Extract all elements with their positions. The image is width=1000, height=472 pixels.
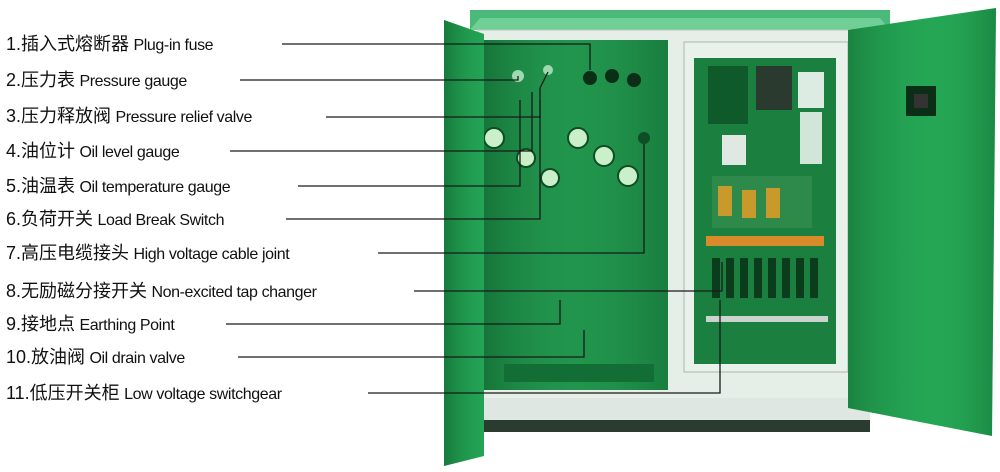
lv-breaker-c [800, 112, 822, 164]
leader-line-1 [282, 43, 591, 70]
label-tap-changer: 8.无励磁分接开关 Non-excited tap changer [6, 281, 317, 301]
gauge-3-icon [567, 127, 589, 149]
leader-line-7 [378, 144, 645, 254]
lv-switch [722, 135, 746, 165]
lv-fuse-row [712, 258, 818, 298]
gauge-5-icon [540, 168, 560, 188]
lv-rail [706, 316, 828, 322]
label-oil-temperature-gauge: 5.油温表 Oil temperature gauge [6, 176, 231, 196]
label-hv-cable-joint: 7.高压电缆接头 High voltage cable joint [6, 243, 290, 263]
gauge-1-icon [483, 127, 505, 149]
label-pressure-gauge: 2.压力表 Pressure gauge [6, 70, 187, 90]
cabinet-base [470, 398, 870, 420]
left-door-shade [444, 20, 484, 466]
leader-line-8 [414, 262, 723, 292]
lv-contactor-2 [742, 190, 756, 218]
cabinet-roof-top [470, 18, 890, 30]
label-earthing-point: 9.接地点 Earthing Point [6, 314, 175, 334]
leader-line-5 [298, 100, 521, 187]
lv-contactor-3 [766, 188, 780, 218]
label-load-break-switch: 6.负荷开关 Load Break Switch [6, 209, 225, 229]
leader-line-10 [238, 330, 585, 358]
cabinet-plinth [470, 420, 870, 432]
lv-meter [798, 72, 824, 108]
gauge-6-icon [617, 165, 639, 187]
lv-busbar [706, 236, 824, 246]
label-oil-drain-valve: 10.放油阀 Oil drain valve [6, 347, 185, 367]
relief-valve-icon [543, 65, 553, 75]
leader-line-2 [240, 76, 519, 81]
label-oil-level-gauge: 4.油位计 Oil level gauge [6, 141, 180, 161]
lv-contactor-1 [718, 186, 732, 216]
label-lv-switchgear: 11.低压开关柜 Low voltage switchgear [6, 383, 282, 403]
hv-fuses [583, 69, 641, 87]
lv-breaker-b [756, 66, 792, 110]
hv-base [504, 364, 654, 382]
leader-lines [226, 43, 723, 394]
gauge-2-icon [516, 148, 536, 168]
right-door-shade [848, 8, 996, 436]
leader-line-11 [368, 300, 721, 394]
door-lock-inner [914, 94, 928, 108]
leader-line-9 [226, 300, 561, 325]
gauge-4-icon [593, 145, 615, 167]
cable-joint-icon [638, 132, 650, 144]
leader-line-4 [230, 92, 533, 152]
leader-line-6 [286, 100, 541, 220]
hv-compartment-shade [484, 40, 668, 390]
label-plug-in-fuse: 1.插入式熔断器 Plug-in fuse [6, 34, 214, 54]
label-pressure-relief-valve: 3.压力释放阀 Pressure relief valve [6, 106, 253, 126]
lv-breaker-a [708, 66, 748, 124]
